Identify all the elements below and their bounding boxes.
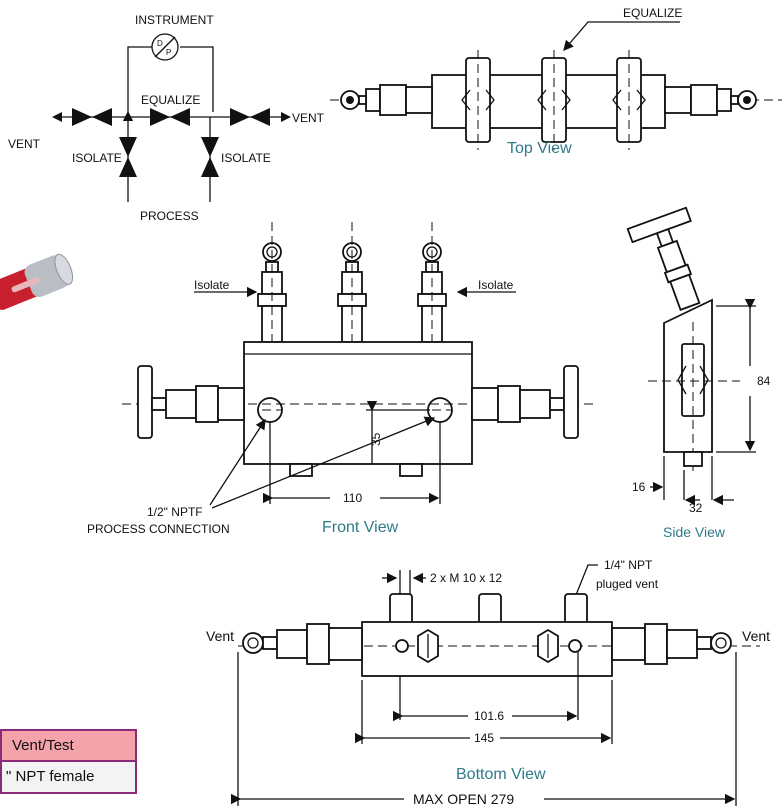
front-isolate-left-label: Isolate bbox=[194, 278, 230, 292]
bottom-bolt-spec: 2 x M 10 x 12 bbox=[430, 571, 502, 585]
bottom-vent-left-label: Vent bbox=[206, 628, 234, 644]
side-dim-32: 32 bbox=[689, 501, 703, 515]
side-view: 84 16 32 Side View bbox=[626, 206, 771, 540]
bottom-vent-note-line2: pluged vent bbox=[596, 577, 659, 591]
isolate-valve-left-icon bbox=[119, 137, 137, 177]
bottom-max-open: MAX OPEN 279 bbox=[413, 791, 514, 807]
vent-valve-right-icon bbox=[230, 108, 270, 126]
front-connection-line2: PROCESS CONNECTION bbox=[87, 522, 230, 536]
bottom-view-title: Bottom View bbox=[456, 766, 546, 783]
dp-symbol-d: D bbox=[157, 39, 163, 48]
vent-valve-left-icon bbox=[72, 108, 112, 126]
bottom-dim-145: 145 bbox=[474, 731, 494, 745]
schematic-vent-left-label: VENT bbox=[8, 137, 41, 151]
vent-right-arrow-icon bbox=[281, 112, 291, 122]
side-dim-16: 16 bbox=[632, 480, 646, 494]
schematic-equalize-label: EQUALIZE bbox=[141, 93, 200, 107]
top-view: EQUALIZE Top View bbox=[330, 6, 782, 157]
front-isolate-right-label: Isolate bbox=[478, 278, 514, 292]
valve-photo-fragment bbox=[0, 253, 74, 310]
front-view-title: Front View bbox=[322, 519, 399, 536]
schematic-isolate-right-label: ISOLATE bbox=[221, 151, 271, 165]
dp-gauge-icon bbox=[151, 33, 179, 61]
dp-symbol-p: P bbox=[166, 48, 171, 57]
side-dim-84: 84 bbox=[757, 374, 771, 388]
schematic-vent-right-label: VENT bbox=[292, 111, 325, 125]
schematic-process-label: PROCESS bbox=[140, 209, 199, 223]
equalize-valve-icon bbox=[150, 108, 190, 126]
top-view-equalize-callout: EQUALIZE bbox=[623, 6, 682, 20]
side-view-title: Side View bbox=[663, 524, 726, 540]
front-dim-110: 110 bbox=[343, 491, 362, 505]
front-view: Isolate Isolate 35 110 1/2" NPTF PROCESS… bbox=[87, 222, 594, 536]
schematic-instrument-label: INSTRUMENT bbox=[135, 13, 214, 27]
top-view-title: Top View bbox=[507, 140, 572, 157]
schematic-diagram: INSTRUMENT D P EQUALIZE VENT VENT ISOLAT… bbox=[8, 13, 325, 223]
bottom-vent-note-line1: 1/4" NPT bbox=[604, 558, 653, 572]
vent-left-arrow-icon bbox=[52, 112, 62, 122]
table-header-vent-test: Vent/Test bbox=[0, 729, 137, 762]
isolate-valve-right-icon bbox=[201, 137, 219, 177]
front-connection-line1: 1/2" NPTF bbox=[147, 505, 203, 519]
bottom-dim-101: 101.6 bbox=[474, 709, 504, 723]
schematic-isolate-left-label: ISOLATE bbox=[72, 151, 122, 165]
table-cell-npt-female: " NPT female bbox=[0, 762, 137, 794]
bottom-vent-right-label: Vent bbox=[742, 628, 770, 644]
bottom-view: 2 x M 10 x 12 1/4" NPT pluged vent bbox=[206, 558, 770, 807]
